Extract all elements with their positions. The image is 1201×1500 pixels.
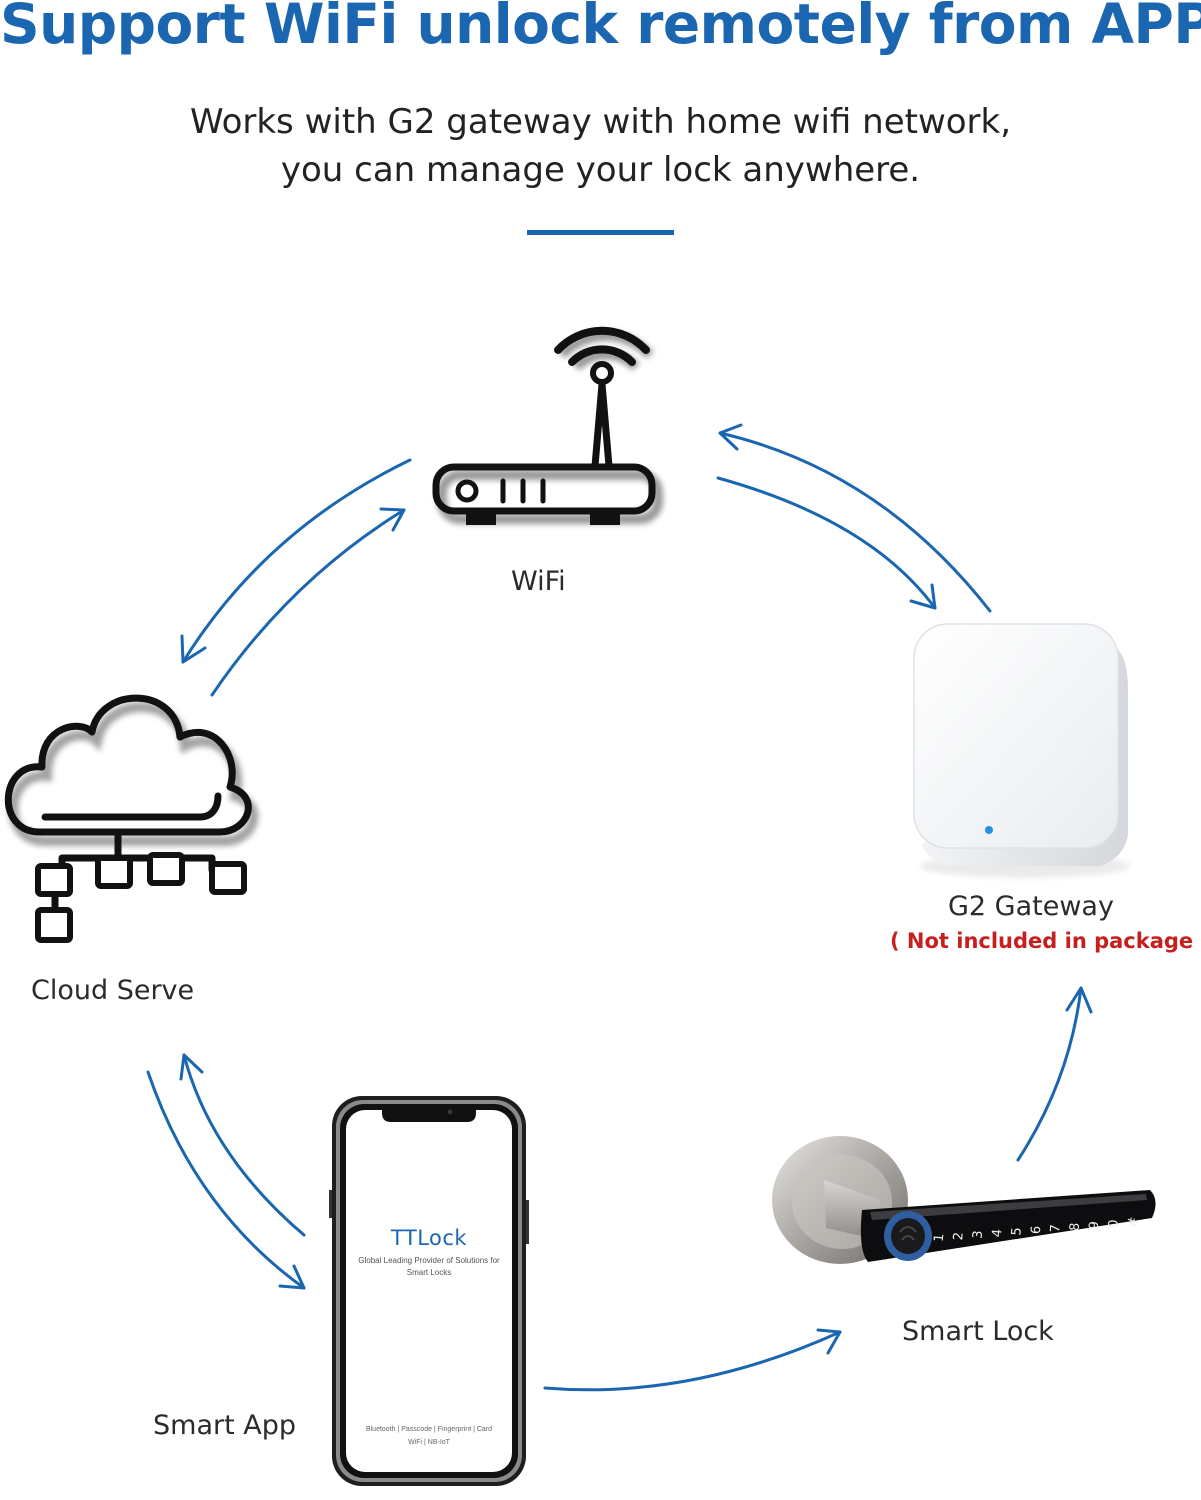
keypad-digit: 6 <box>1029 1225 1045 1234</box>
label-g2-gateway: G2 Gateway <box>948 891 1114 922</box>
app-features-2: WiFi | NB-IoT <box>408 1439 450 1446</box>
wifi-router-icon <box>432 326 663 525</box>
gateway-not-included-note: ( Not included in package ) <box>890 929 1201 953</box>
arrow-wifi-to-gateway-head <box>909 583 937 610</box>
label-wifi: WiFi <box>511 566 566 597</box>
page-subtitle: Works with G2 gateway with home wifi net… <box>0 98 1201 194</box>
app-tagline-2: Smart Locks <box>406 1268 452 1277</box>
arrow-app-to-cloud-head <box>179 1053 204 1081</box>
app-name: TTLock <box>390 1226 468 1250</box>
keypad-digit: 0 <box>1106 1219 1122 1228</box>
arrow-cloud-to-wifi-head <box>379 507 406 532</box>
gateway-led <box>985 826 993 834</box>
cloud-icon <box>4 694 259 943</box>
keypad-digit: 4 <box>990 1228 1006 1237</box>
keypad-digit: # <box>1126 1216 1142 1228</box>
phone-features: Bluetooth | Passcode | Fingerprint | Car… <box>346 1426 512 1446</box>
subtitle-line-1: Works with G2 gateway with home wifi net… <box>189 102 1012 142</box>
label-smart-lock: Smart Lock <box>902 1316 1054 1347</box>
arrow-wifi-to-cloud <box>181 458 412 664</box>
label-smart-app: Smart App <box>153 1410 297 1441</box>
subtitle-line-2: you can manage your lock anywhere. <box>280 150 921 190</box>
arrow-gateway-to-wifi-head <box>718 423 743 451</box>
label-cloud-serve: Cloud Serve <box>31 975 195 1006</box>
keypad-digit: 2 <box>951 1232 967 1241</box>
arrow-cloud-to-app-head <box>278 1264 306 1290</box>
keypad-digit: 1 <box>932 1233 948 1242</box>
app-tagline-1: Global Leading Provider of Solutions for <box>358 1256 500 1265</box>
arrow-cloud-to-wifi <box>210 508 406 697</box>
g2-gateway-image <box>913 623 1130 878</box>
page-title: Support WiFi unlock remotely from APP <box>0 0 1201 56</box>
keypad-digit: 9 <box>1087 1221 1103 1230</box>
arrow-app-to-lock <box>543 1330 842 1392</box>
keypad-digit: 3 <box>971 1230 987 1239</box>
app-features-1: Bluetooth | Passcode | Fingerprint | Car… <box>365 1426 493 1433</box>
arrows <box>146 423 1093 1392</box>
title-divider <box>527 230 674 235</box>
phone-screen: TTLock Global Leading Provider of Soluti… <box>346 1226 512 1277</box>
arrow-gateway-to-wifi <box>718 431 992 613</box>
smartphone-image <box>329 1096 529 1486</box>
arrow-wifi-to-cloud-head <box>180 634 207 664</box>
arrow-wifi-to-gateway <box>716 476 937 610</box>
arrow-lock-to-gateway-head <box>1065 986 1093 1014</box>
arrow-app-to-lock-head <box>816 1328 842 1355</box>
keypad-digit: 7 <box>1048 1224 1064 1233</box>
keypad-digit: 8 <box>1068 1222 1084 1231</box>
keypad-digit: 5 <box>1009 1227 1025 1236</box>
arrow-cloud-to-app <box>146 1070 306 1290</box>
arrow-lock-to-gateway <box>1016 986 1083 1162</box>
arrow-app-to-cloud <box>182 1053 306 1237</box>
